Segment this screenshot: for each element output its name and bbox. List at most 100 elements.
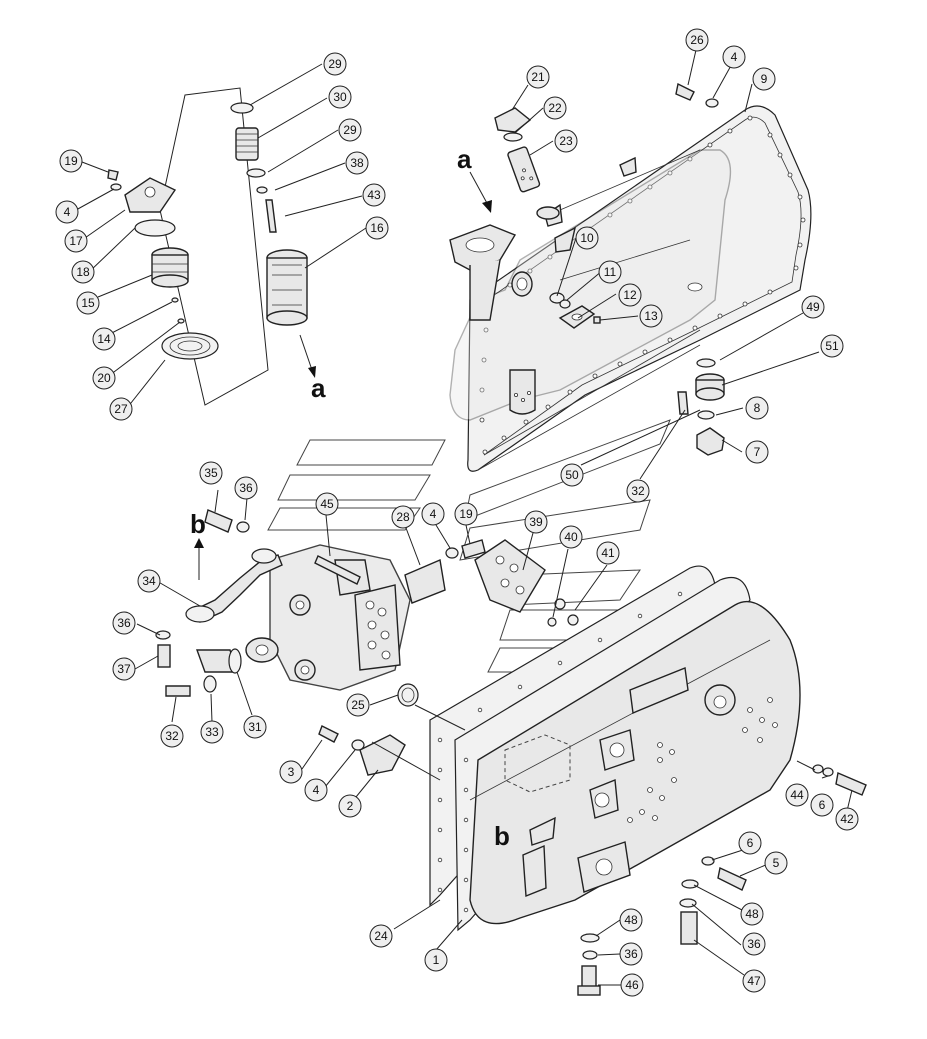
svg-text:29: 29 xyxy=(343,123,357,137)
letter-a-bottom: a xyxy=(311,373,326,403)
svg-text:20: 20 xyxy=(97,371,111,385)
letter-b-left: b xyxy=(190,509,206,539)
svg-text:43: 43 xyxy=(367,188,381,202)
svg-text:44: 44 xyxy=(790,788,804,802)
svg-text:47: 47 xyxy=(747,974,761,988)
svg-text:19: 19 xyxy=(64,154,78,168)
callout-26: 26 xyxy=(685,28,709,52)
svg-text:51: 51 xyxy=(825,339,839,353)
oil-pan-flange-holes xyxy=(479,115,806,455)
callout-5: 5 xyxy=(764,851,788,875)
svg-text:36: 36 xyxy=(624,947,638,961)
callout-41: 41 xyxy=(596,541,620,565)
svg-text:22: 22 xyxy=(548,101,562,115)
callout-4-top: 4 xyxy=(722,45,746,69)
callout-28: 28 xyxy=(391,505,415,529)
oil-pump-assembly xyxy=(155,509,579,697)
svg-text:48: 48 xyxy=(745,907,759,921)
svg-text:1: 1 xyxy=(433,953,440,967)
svg-text:37: 37 xyxy=(117,662,131,676)
svg-text:36: 36 xyxy=(239,481,253,495)
callout-39: 39 xyxy=(524,510,548,534)
callout-36-left: 36 xyxy=(234,476,258,500)
svg-text:28: 28 xyxy=(396,510,410,524)
callout-49: 49 xyxy=(801,295,825,319)
callout-19-left: 19 xyxy=(59,149,83,173)
svg-text:3: 3 xyxy=(288,765,295,779)
svg-text:19: 19 xyxy=(459,507,473,521)
callout-6-lower: 6 xyxy=(738,831,762,855)
svg-text:26: 26 xyxy=(690,33,704,47)
callout-19-mid: 19 xyxy=(454,502,478,526)
svg-text:15: 15 xyxy=(81,296,95,310)
callout-12: 12 xyxy=(618,283,642,307)
callout-44: 44 xyxy=(785,783,809,807)
callout-32-left: 32 xyxy=(160,724,184,748)
svg-text:36: 36 xyxy=(747,937,761,951)
svg-text:4: 4 xyxy=(313,783,320,797)
callout-40: 40 xyxy=(559,525,583,549)
svg-text:9: 9 xyxy=(761,72,768,86)
callout-29-top: 29 xyxy=(323,52,347,76)
svg-text:6: 6 xyxy=(819,798,826,812)
callout-50: 50 xyxy=(560,463,584,487)
callout-10: 10 xyxy=(575,226,599,250)
arrow-a-top xyxy=(469,171,489,206)
callout-1: 1 xyxy=(424,948,448,972)
callout-18: 18 xyxy=(71,260,95,284)
letter-a-top: a xyxy=(457,144,472,174)
callout-24: 24 xyxy=(369,924,393,948)
svg-text:42: 42 xyxy=(840,812,854,826)
callout-48-right: 48 xyxy=(740,902,764,926)
filter-element xyxy=(266,249,308,326)
svg-text:4: 4 xyxy=(64,205,71,219)
callout-25: 25 xyxy=(346,693,370,717)
svg-text:32: 32 xyxy=(165,729,179,743)
callout-48-bottom: 48 xyxy=(619,908,643,932)
svg-text:8: 8 xyxy=(754,401,761,415)
callout-30: 30 xyxy=(328,85,352,109)
letter-b-right: b xyxy=(494,821,510,851)
svg-text:25: 25 xyxy=(351,698,365,712)
callout-42: 42 xyxy=(835,807,859,831)
svg-text:14: 14 xyxy=(97,332,111,346)
callout-51: 51 xyxy=(820,334,844,358)
callout-31: 31 xyxy=(243,715,267,739)
svg-text:35: 35 xyxy=(204,466,218,480)
callout-9: 9 xyxy=(752,67,776,91)
callout-16: 16 xyxy=(365,216,389,240)
callout-11: 11 xyxy=(598,260,622,284)
svg-text:45: 45 xyxy=(320,497,334,511)
callout-7: 7 xyxy=(745,440,769,464)
svg-text:21: 21 xyxy=(531,70,545,84)
filter-assembly xyxy=(107,87,316,406)
callout-37: 37 xyxy=(112,657,136,681)
svg-text:24: 24 xyxy=(374,929,388,943)
oil-pan-lower xyxy=(318,565,867,996)
callout-36-mid: 36 xyxy=(112,611,136,635)
callout-34: 34 xyxy=(137,569,161,593)
callout-17: 17 xyxy=(64,229,88,253)
svg-text:33: 33 xyxy=(205,725,219,739)
svg-text:36: 36 xyxy=(117,616,131,630)
svg-text:12: 12 xyxy=(623,288,637,302)
callout-29-mid: 29 xyxy=(338,118,362,142)
svg-text:34: 34 xyxy=(142,574,156,588)
callout-15: 15 xyxy=(76,291,100,315)
callout-36-bottom: 36 xyxy=(619,942,643,966)
callout-6-right: 6 xyxy=(810,793,834,817)
svg-text:31: 31 xyxy=(248,720,262,734)
callout-43: 43 xyxy=(362,183,386,207)
svg-text:32: 32 xyxy=(631,484,645,498)
callout-3: 3 xyxy=(279,760,303,784)
callout-33: 33 xyxy=(200,720,224,744)
svg-text:40: 40 xyxy=(564,530,578,544)
callout-38: 38 xyxy=(345,151,369,175)
svg-text:48: 48 xyxy=(624,913,638,927)
spring xyxy=(235,127,259,161)
callout-20: 20 xyxy=(92,366,116,390)
svg-text:29: 29 xyxy=(328,57,342,71)
svg-text:30: 30 xyxy=(333,90,347,104)
svg-text:41: 41 xyxy=(601,546,615,560)
